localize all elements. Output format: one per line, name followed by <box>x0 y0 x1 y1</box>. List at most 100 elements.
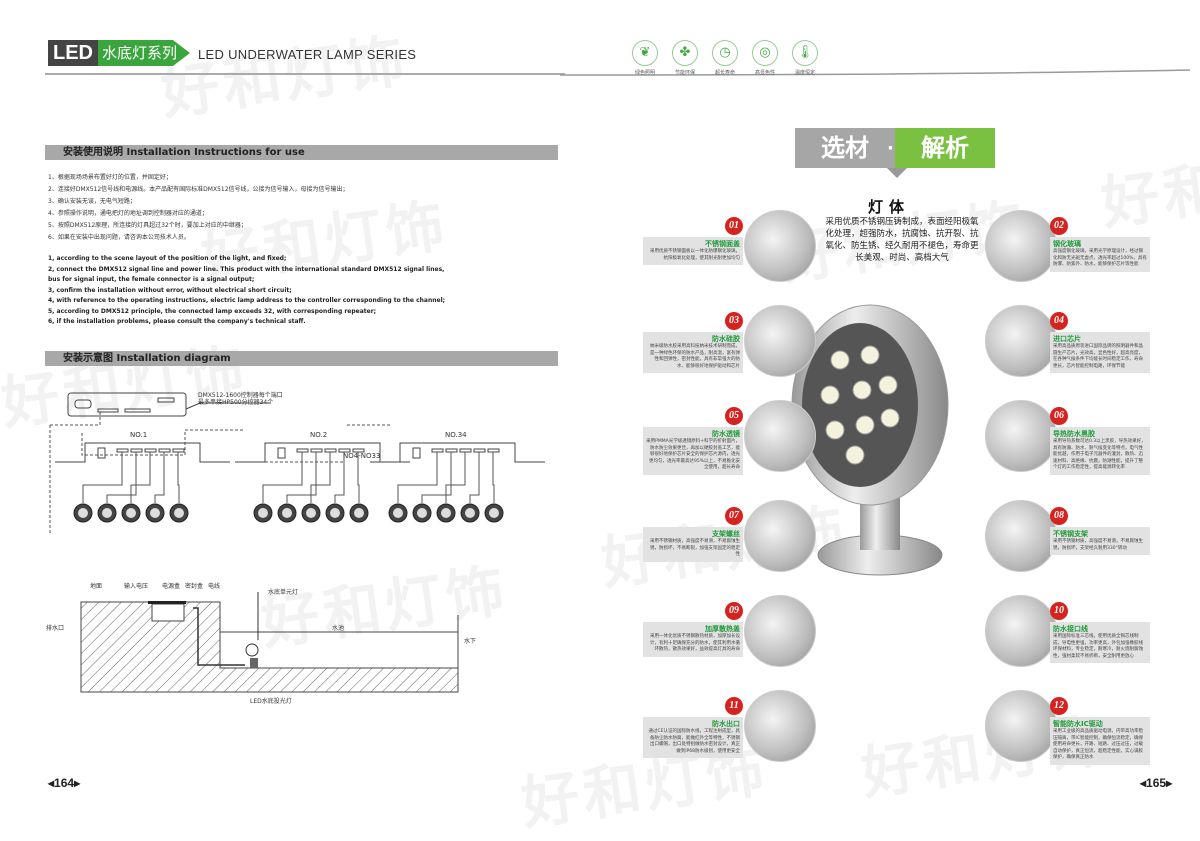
lamp-lens <box>306 508 316 518</box>
callout-desc: 采用导热系数可达0.3以上黑胶，导热效果好，具有防潮、防水、耐气候变化等特点，电… <box>1053 439 1146 470</box>
item-number: 07 <box>725 507 743 525</box>
cable <box>445 452 466 503</box>
output-port <box>487 448 500 453</box>
output-port <box>431 448 444 453</box>
callout-desc: 采用优质不锈钢面板以一体化防爆钢化玻璃，抗阳极氧化处理，使其耐光耐更加均匀 <box>650 249 740 261</box>
detail-image <box>985 500 1057 572</box>
fan-icon: ✤ <box>672 40 698 66</box>
lamp-lens <box>150 508 160 518</box>
feature-label: 节能环保 <box>674 70 695 76</box>
output-port <box>158 448 171 453</box>
cable <box>106 452 137 503</box>
lamp-lens <box>393 508 403 518</box>
banner-dot: · <box>887 138 894 159</box>
detail-image <box>985 210 1057 282</box>
underwater-lamp-image <box>791 304 949 576</box>
output-port <box>324 448 337 453</box>
detail-image <box>985 595 1057 667</box>
lamp-lens <box>126 508 136 518</box>
callout-desc: 采用工业级的高品质驱动电源，内带高功率稳压隔离，带IC智能控制，确保恒流稳定，确… <box>1053 729 1143 760</box>
en-step: 4, with reference to the operating instr… <box>48 297 446 304</box>
header-divider <box>45 73 565 75</box>
item-number: 04 <box>1050 312 1068 330</box>
callout-title: 防水出口 <box>712 720 740 728</box>
leaf-icon: ❦ <box>632 40 658 66</box>
callout-desc: 纳米级防水胶采用高科技纳米技术研制而成，是一种绿色环保的防水产品，耐高温，富有弹… <box>650 344 740 369</box>
cn-step: 1、根据现场场景布置好灯的位置，并固定好； <box>48 174 172 181</box>
feature-callout: 防水接口线采用国际标准三芯线，使用优质全铜芯线制成，导电性更强，功率更高，外包加… <box>1050 622 1150 663</box>
output-port <box>172 448 185 453</box>
callout-title: 钢化玻璃 <box>1053 240 1081 248</box>
diagram-caption: LED水底投光灯 <box>250 697 292 705</box>
callout-title: 加厚散热盖 <box>705 625 740 633</box>
lamp-lens <box>78 508 88 518</box>
lamp-lens <box>417 508 427 518</box>
feature-callout: 防水硅胶纳米级防水胶采用高科技纳米技术研制而成，是一种绿色环保的防水产品，耐高温… <box>643 332 743 373</box>
callout-desc: 高强度钢化玻璃，采用光学原理设计，经过钢化和防无光斑无虚点，透光率超过100%，… <box>1053 249 1147 267</box>
detail-image <box>985 690 1057 762</box>
feature-callout: 支架螺丝采用不锈钢材质，高强度不易滑，不易腐蚀生锈，防损坏，不易断裂，加强支架固… <box>643 527 743 562</box>
feature-callout: 不锈钢面盖采用优质不锈钢面板以一体化防爆钢化玻璃，抗阳极氧化处理，使其耐光耐更加… <box>643 237 743 265</box>
callout-title: 进口芯片 <box>1053 335 1081 343</box>
callout-desc: 采用不锈钢材质，高强度不易滑，不易腐蚀生锈，防损坏，不易断裂，加强支架固定的稳定… <box>650 539 740 557</box>
callout-title: 防水透镜 <box>712 430 740 438</box>
banner-right: 解析 <box>895 128 995 168</box>
cn-step: 2、连接好DMX512信号线和电源线。本产品配有国际标准DMX512信号线，公接… <box>48 186 349 193</box>
feature-callout: 钢化玻璃高强度钢化玻璃，采用光学原理设计，经过钢化和防无光斑无虚点，透光率超过1… <box>1050 237 1150 272</box>
page-number: 165 <box>1146 776 1167 790</box>
feature-callout: 智能防水IC驱动采用工业级的高品质驱动电源，内带高功率稳压隔离，带IC智能控制，… <box>1050 717 1150 765</box>
page-number: 164 <box>54 776 75 790</box>
lamp-lens <box>258 508 268 518</box>
item-number: 05 <box>725 407 743 425</box>
decoder-port <box>412 447 421 459</box>
callout-desc: 采用PMMA光学级透镜原料+科学的折射面片，防水防尘效果更佳，再加以硬胶封盖工艺… <box>646 439 740 470</box>
led-badge: LED <box>48 40 98 66</box>
header-arc <box>560 69 1191 76</box>
callout-title: 防水硅胶 <box>712 335 740 343</box>
section-installation-diagram: 安装示意图 Installation diagram <box>45 351 558 366</box>
material-analysis-banner: 选材 解析 · <box>795 128 995 178</box>
watermark: 好和灯饰 <box>157 26 413 128</box>
detail-image <box>744 690 816 762</box>
controller-note-1: DMX512-1600控制器每个端口 <box>198 391 283 399</box>
decoder-port <box>97 447 106 459</box>
label-drain: 排水口 <box>46 624 64 632</box>
callout-desc: 采用高品质原装进口国际品牌的照明器件和晶圆生产芯片，光效高，显色性好，超高亮度，… <box>1053 344 1143 369</box>
item-number: 10 <box>1050 602 1068 620</box>
feature-item: ◎高显色性 <box>745 40 785 76</box>
en-step: 2, connect the DMX512 signal line and po… <box>48 265 445 273</box>
item-number: 11 <box>725 697 743 715</box>
lamp-lens <box>330 508 340 518</box>
feature-label: 绿色照明 <box>634 70 655 76</box>
decoder-label: NO.2 <box>310 431 327 439</box>
callout-title: 导热防水黑胶 <box>1053 430 1095 438</box>
callout-title: 不锈钢支架 <box>1053 530 1088 538</box>
controller-note-2: 最多串接HP500分控器34个 <box>198 398 273 406</box>
label-lamp: 水底单元灯 <box>268 588 298 596</box>
cable <box>469 452 480 503</box>
callout-desc: 采用一体化优质不锈钢散热材质，加厚加长设计，有利十足确保充分的防水，使其利用水循… <box>650 634 740 652</box>
cable <box>397 452 438 503</box>
cable <box>82 452 123 503</box>
ring-icon: ◎ <box>752 40 778 66</box>
group-range-label: NO4-NO33 <box>343 452 380 460</box>
output-port <box>144 448 157 453</box>
banner-left: 选材 <box>795 128 895 168</box>
section-installation-instructions: 安装使用说明 Installation Instructions for use <box>45 145 558 160</box>
callout-title: 防水接口线 <box>1053 625 1088 633</box>
en-step: 3, confirm the installation without erro… <box>48 286 292 294</box>
lamp-body-description: 采用优质不锈钢压铸制成，表面经阳极氧化处理，超强防水，抗腐蚀、抗开裂、抗氧化、防… <box>825 217 979 263</box>
lamp-lens <box>489 508 499 518</box>
en-step: 6, if the installation problems, please … <box>48 318 306 325</box>
callout-title: 不锈钢面盖 <box>705 240 740 248</box>
output-port <box>445 448 458 453</box>
decoder-label: NO.1 <box>130 431 147 439</box>
cable <box>334 452 345 503</box>
item-number: 03 <box>725 312 743 330</box>
cable <box>154 452 165 503</box>
feature-callout: 导热防水黑胶采用导热系数可达0.3以上黑胶，导热效果好，具有防潮、防水、耐气候变… <box>1050 427 1150 475</box>
watermark: 好和灯饰 <box>1097 136 1200 238</box>
en-step: bus for signal input, the female connect… <box>48 276 255 283</box>
feature-callout: 加厚散热盖采用一体化优质不锈钢散热材质，加厚加长设计，有利十足确保充分的防水，使… <box>643 622 743 657</box>
